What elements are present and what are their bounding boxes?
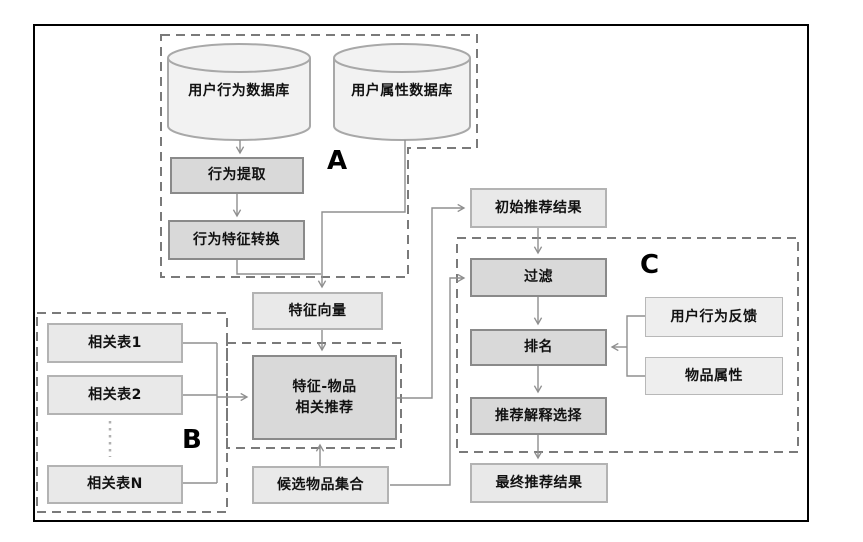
- node-behavior-feature-conversion: 行为特征转换: [168, 220, 305, 260]
- node-final-recommendation-result: 最终推荐结果: [470, 463, 608, 503]
- edge-attributedb-to-feature-vector: [317, 140, 406, 289]
- edge-candidate-set-to-filter: [390, 273, 466, 486]
- node-item-attributes: 物品属性: [645, 357, 783, 395]
- group-c-label: C: [640, 250, 660, 280]
- node-ranking: 排名: [470, 329, 607, 366]
- node-feature-vector: 特征向量: [252, 292, 383, 330]
- node-user-behavior-db: 用户行为数据库: [188, 83, 290, 99]
- edge-related-tables-bus: [183, 342, 218, 484]
- node-related-table-2: 相关表2: [47, 375, 183, 415]
- node-candidate-item-set: 候选物品集合: [252, 466, 389, 504]
- diagram-frame: [33, 24, 809, 522]
- database-cylinder-user-attribute: [333, 43, 471, 141]
- database-cylinder-user-behavior: [167, 43, 311, 141]
- node-related-table-n: 相关表N: [47, 465, 183, 504]
- edge-feature-item-to-initial-result: [397, 203, 466, 399]
- group-a-outline: [160, 34, 478, 278]
- node-feature-item-recommendation: 特征-物品 相关推荐: [252, 355, 397, 440]
- group-c-outline: [456, 237, 799, 453]
- node-user-behavior-feedback: 用户行为反馈: [645, 297, 783, 337]
- node-filter: 过滤: [470, 258, 607, 297]
- node-behavior-extraction: 行为提取: [170, 157, 304, 194]
- node-user-attribute-db: 用户属性数据库: [351, 83, 453, 99]
- group-a-label: A: [327, 146, 348, 176]
- feature-item-group-outline: [226, 342, 402, 449]
- edge-feedback-bus: [626, 315, 647, 377]
- node-initial-recommendation-result: 初始推荐结果: [470, 188, 607, 228]
- node-recommendation-explanation-selection: 推荐解释选择: [470, 397, 607, 435]
- edge-behavior-feature-conversion-merge: [236, 260, 321, 275]
- node-related-table-1: 相关表1: [47, 323, 183, 363]
- group-b-label: B: [182, 425, 202, 455]
